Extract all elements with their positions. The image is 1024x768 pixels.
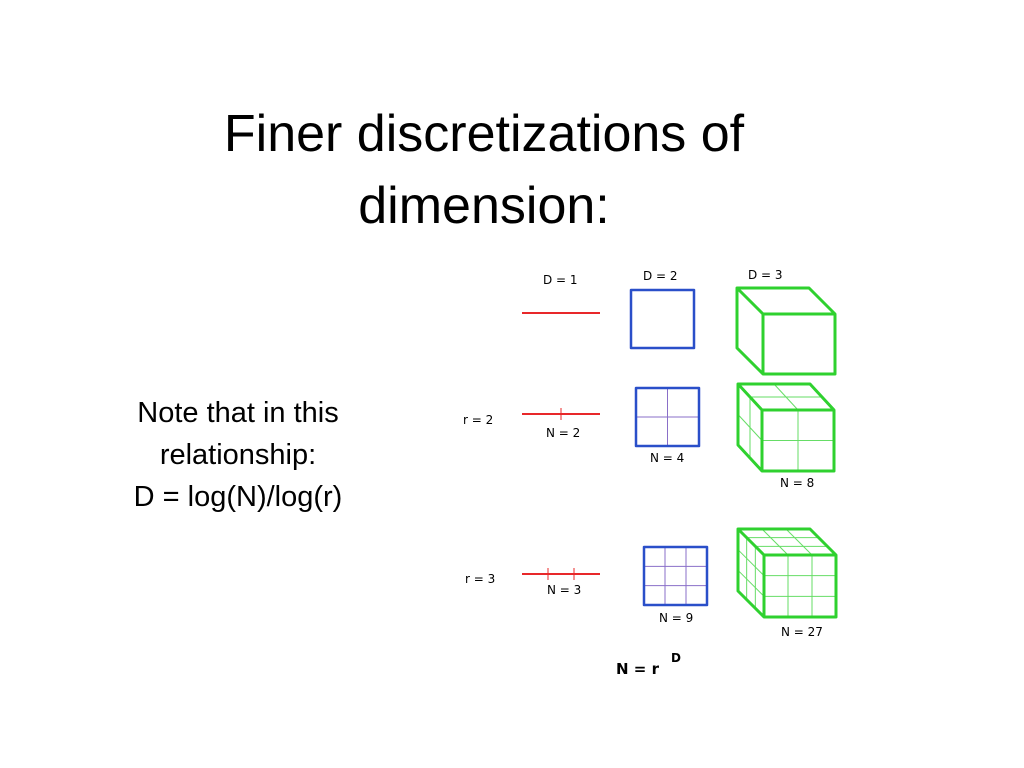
cube-grid-line	[737, 414, 763, 441]
n-label-line-2: N = 2	[546, 426, 580, 440]
note-line-2: relationship:	[159, 439, 317, 471]
r-label-2: r = 2	[463, 413, 493, 427]
cube-1	[736, 382, 836, 473]
cube-0	[735, 286, 837, 376]
n-label-cube-27: N = 27	[781, 625, 823, 639]
n-label-line-3: N = 3	[547, 583, 581, 597]
cube-edge	[736, 382, 764, 412]
cube-2	[736, 527, 838, 619]
note-formula: D = log(N)/log(r)	[133, 481, 343, 513]
cube-grid-line	[737, 549, 765, 577]
title-line-2: dimension:	[358, 177, 610, 235]
square-2	[642, 545, 709, 607]
note-line-1: Note that in this	[137, 397, 339, 429]
cube-edge	[736, 527, 766, 557]
square-1	[634, 386, 701, 448]
dimension-label-3: D = 3	[748, 268, 783, 282]
n-label-square-4: N = 4	[650, 451, 684, 465]
formula-base: N = r	[616, 660, 660, 678]
square-0	[629, 288, 696, 350]
cube-grid-line	[737, 569, 765, 597]
note-text: Note that in this relationship: D = log(…	[88, 392, 388, 518]
formula-exponent: D	[671, 651, 681, 665]
title-line-1: Finer discretizations of	[223, 105, 745, 163]
cube-grid-line	[785, 528, 813, 556]
dimension-label-2: D = 2	[643, 269, 678, 283]
cube-edge	[735, 286, 765, 316]
n-label-square-9: N = 9	[659, 611, 693, 625]
slide-title: Finer discretizations of dimension:	[0, 98, 968, 242]
cube-grid-line	[761, 528, 789, 556]
dimension-label-1: D = 1	[543, 273, 578, 287]
r-label-3: r = 3	[465, 572, 495, 586]
n-label-cube-8: N = 8	[780, 476, 814, 490]
